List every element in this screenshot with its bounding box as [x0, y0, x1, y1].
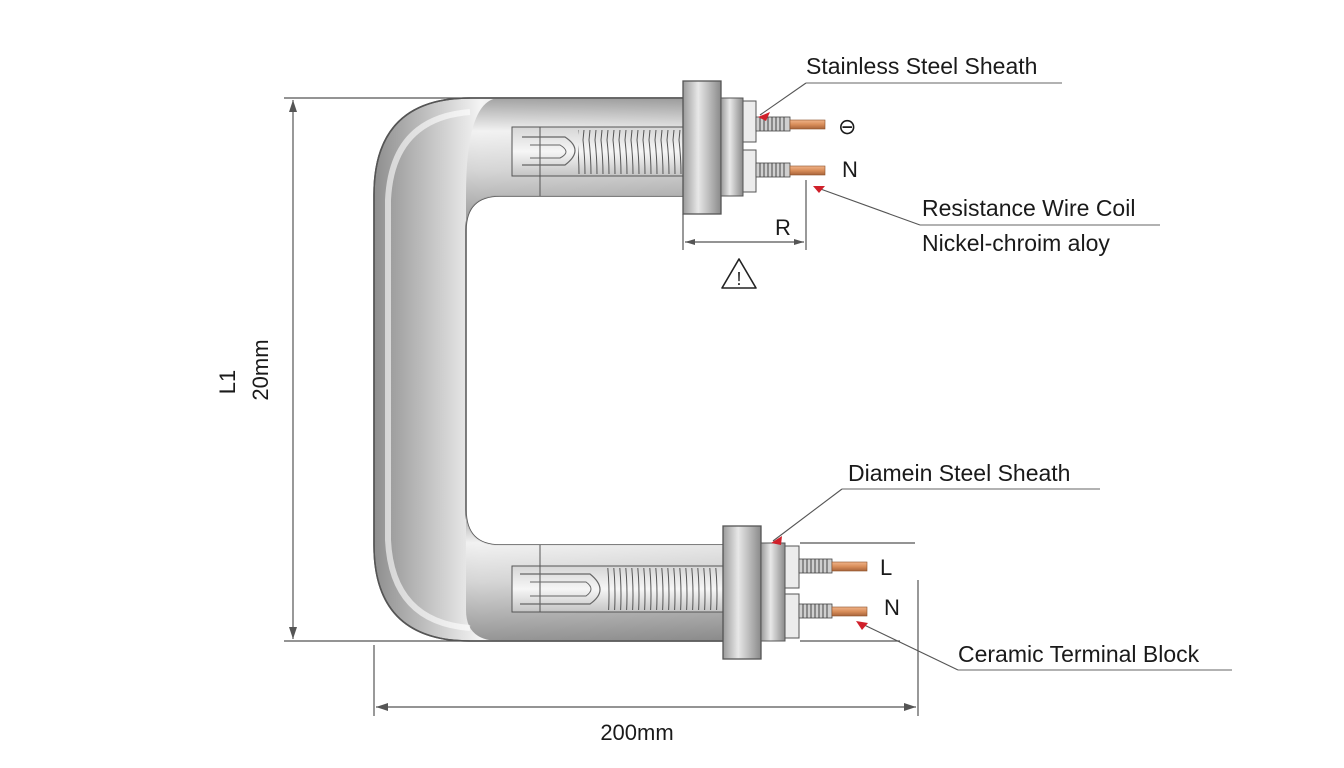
top-coil-cutaway — [511, 126, 691, 196]
label-resistance-wire-coil: Resistance Wire Coil — [922, 195, 1135, 221]
dimension-width-label: 200mm — [600, 720, 673, 745]
label-bottom-sheath: Diamein Steel Sheath — [848, 460, 1070, 486]
top-flange — [682, 80, 826, 215]
bottom-flange — [722, 525, 868, 660]
label-ceramic-terminal-block: Ceramic Terminal Block — [958, 641, 1200, 667]
resistance-coil-bottom — [604, 568, 720, 610]
heater-pipe — [373, 97, 731, 642]
dimension-height-name: L1 — [215, 370, 240, 394]
dimension-radius-label: R — [775, 215, 791, 240]
warning-icon: ! — [721, 258, 757, 289]
label-coil-material: Nickel-chroim aloy — [922, 230, 1110, 256]
label-stainless-steel-sheath: Stainless Steel Sheath — [806, 53, 1037, 79]
leader-lines — [758, 82, 1232, 671]
terminal-bottom-lower-label: N — [884, 595, 900, 620]
terminal-top-lower-label: N — [842, 157, 858, 182]
terminal-bottom-upper-label: L — [880, 555, 892, 580]
dimension-lines — [284, 97, 919, 716]
svg-text:!: ! — [736, 269, 741, 289]
resistance-coil-top — [578, 130, 686, 174]
terminal-top-upper-label: ⊖ — [838, 114, 856, 139]
dimension-height-value: 20mm — [248, 339, 273, 400]
